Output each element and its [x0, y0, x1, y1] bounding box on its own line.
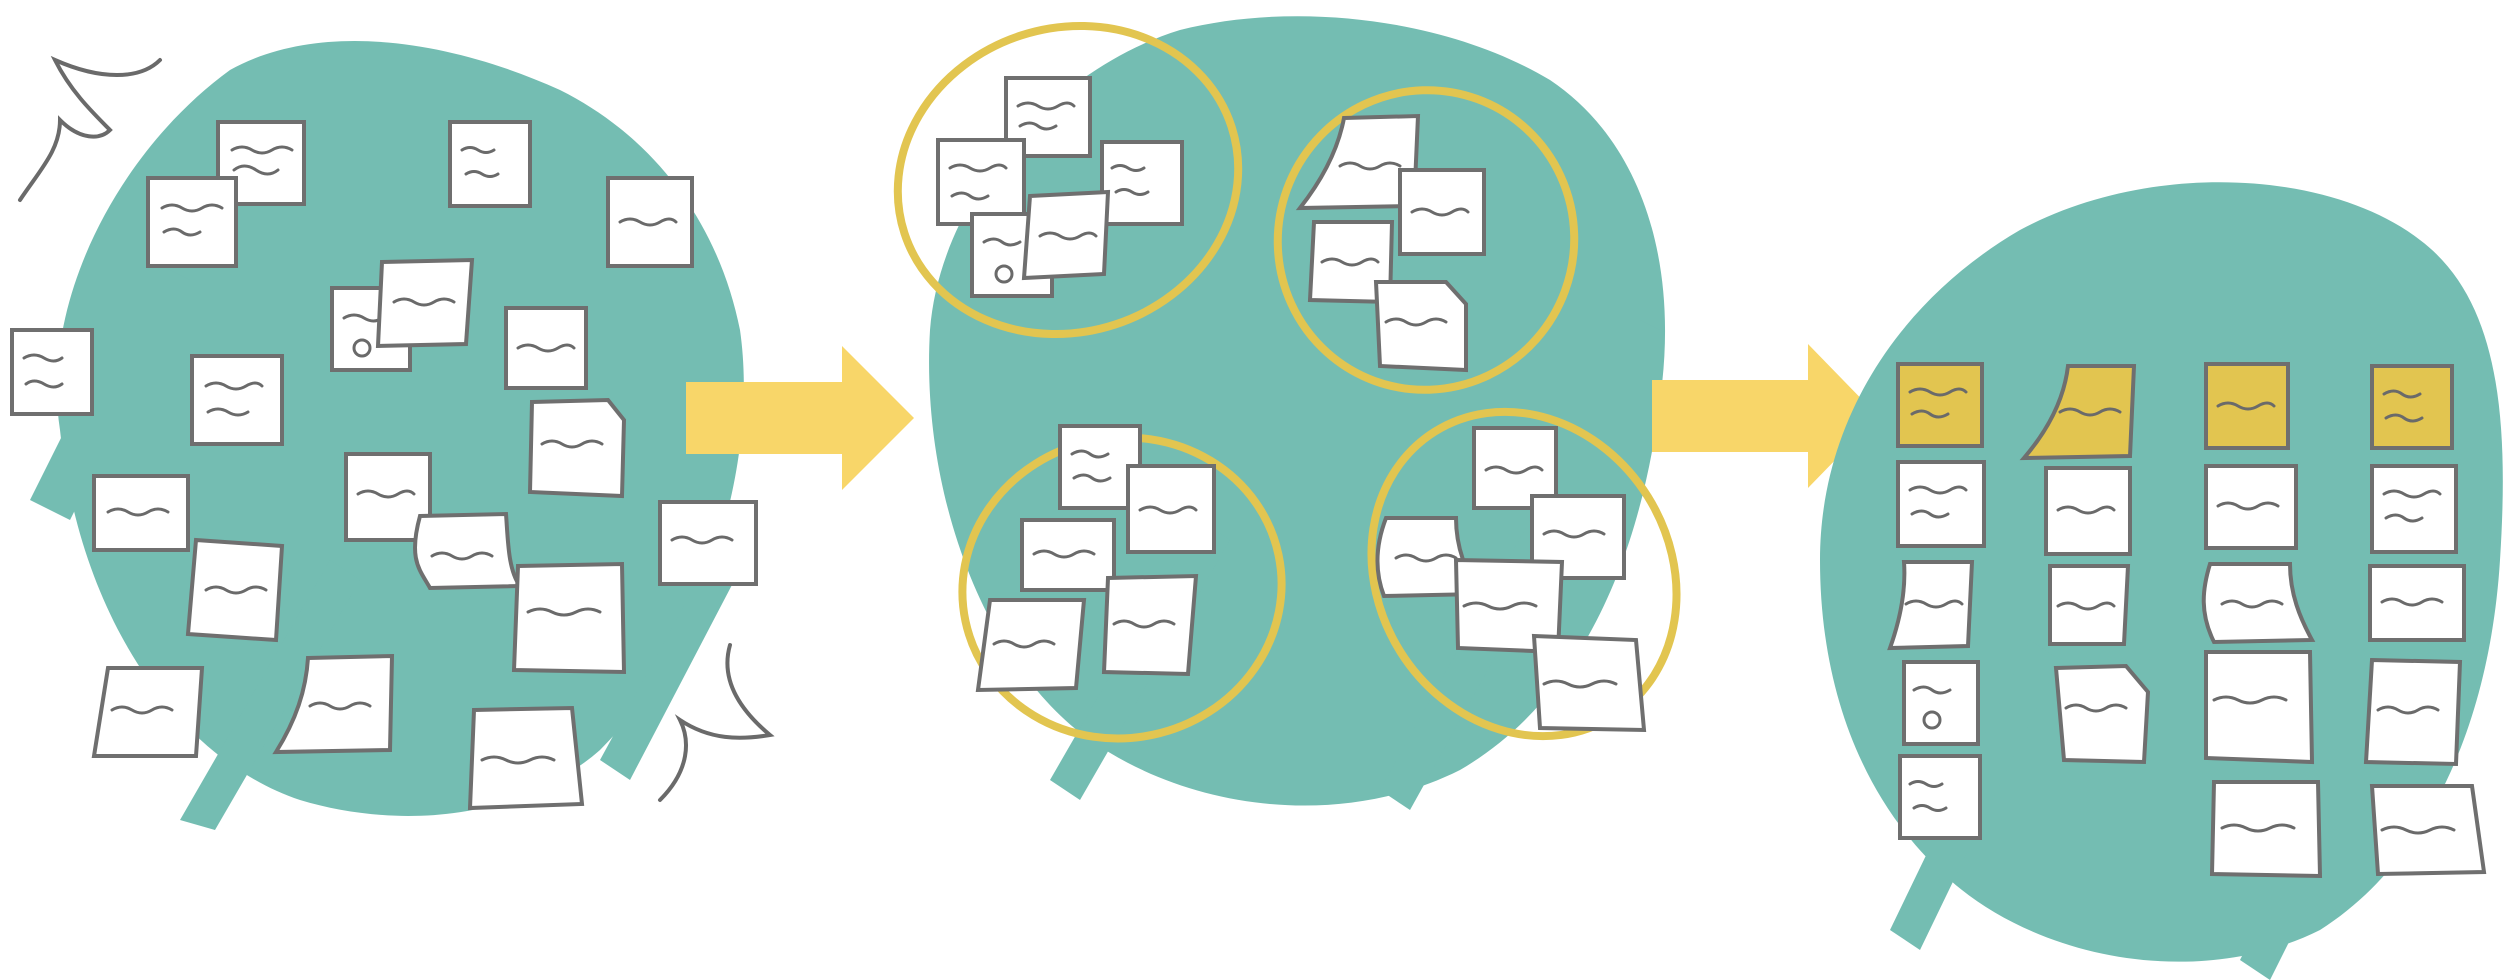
- sticky-note-icon: [1398, 168, 1486, 256]
- sticky-note-icon: [1020, 518, 1116, 592]
- sticky-note-icon: [467, 705, 585, 811]
- sticky-note-icon: [185, 537, 285, 643]
- sticky-note-icon: [216, 120, 306, 206]
- stage3-column-4: [2363, 364, 2487, 877]
- sticky-note-icon: [146, 176, 238, 268]
- sticky-note-icon: [2204, 650, 2315, 765]
- pin-icon: [1922, 710, 1942, 730]
- sticky-note-icon: [606, 176, 694, 268]
- sticky-note-icon: [2053, 663, 2151, 765]
- sticky-note-icon: [2019, 364, 2137, 461]
- stage-clustered: [893, 16, 1681, 810]
- sticky-note-icon: [2368, 564, 2466, 642]
- sticky-note-icon: [2209, 780, 2323, 879]
- stage3-column-3: [2201, 362, 2323, 879]
- spark-bottom-right-icon: [658, 643, 775, 802]
- sticky-note-icon: [1887, 560, 1975, 651]
- sticky-note-icon: [1896, 362, 1984, 448]
- sticky-note-icon: [1126, 464, 1216, 554]
- arrow-right-icon: [1652, 344, 1878, 488]
- pin-icon: [994, 264, 1014, 284]
- sticky-note-icon: [975, 598, 1087, 693]
- sticky-note-icon: [2204, 464, 2298, 550]
- sticky-note-icon: [527, 397, 627, 499]
- sticky-note-icon: [1101, 573, 1199, 677]
- sticky-note-icon: [1531, 633, 1647, 733]
- sticky-note-icon: [92, 474, 190, 552]
- pin-icon: [352, 338, 372, 358]
- sticky-note-icon: [1021, 189, 1111, 281]
- sticky-note-icon: [2201, 562, 2316, 645]
- stage2-notes: [936, 76, 1647, 733]
- stage3-column-1: [1887, 362, 1986, 840]
- sticky-note-icon: [412, 511, 524, 591]
- sticky-note-icon: [2044, 466, 2132, 556]
- sticky-note-icon: [190, 354, 284, 446]
- sticky-note-icon: [272, 653, 395, 755]
- sticky-note-icon: [2370, 464, 2458, 554]
- sticky-note-icon: [10, 328, 94, 416]
- sticky-note-icon: [2370, 364, 2454, 450]
- stage1-notes: [10, 120, 758, 811]
- sticky-note-icon: [91, 666, 205, 758]
- cluster-outline-icon: [893, 21, 1243, 339]
- sticky-note-icon: [2204, 362, 2290, 450]
- sticky-note-icon: [448, 120, 532, 208]
- sticky-note-icon: [2363, 657, 2463, 767]
- stage-sorted: [1820, 182, 2503, 980]
- sticky-note-icon: [1896, 460, 1986, 548]
- sticky-note-icon: [2369, 784, 2487, 877]
- spark-top-left-icon: [18, 55, 162, 202]
- sticky-note-icon: [511, 561, 627, 675]
- sticky-note-icon: [1898, 754, 1982, 840]
- sticky-note-icon: [658, 500, 758, 586]
- sticky-note-icon: [1373, 280, 1468, 373]
- sticky-note-icon: [504, 306, 588, 390]
- arrow-right-icon: [686, 346, 914, 490]
- cluster-outline-icon: [1273, 86, 1579, 394]
- sticky-note-icon: [936, 138, 1026, 226]
- sticky-note-icon: [1902, 660, 1980, 746]
- sticky-note-icon: [375, 257, 475, 349]
- stage-scattered: [10, 41, 775, 830]
- sticky-note-icon: [1295, 113, 1421, 211]
- sticky-note-icon: [2048, 564, 2131, 646]
- sticky-note-icon: [1100, 140, 1184, 226]
- sticky-note-icon: [1472, 426, 1558, 510]
- stage3-column-2: [2019, 364, 2151, 765]
